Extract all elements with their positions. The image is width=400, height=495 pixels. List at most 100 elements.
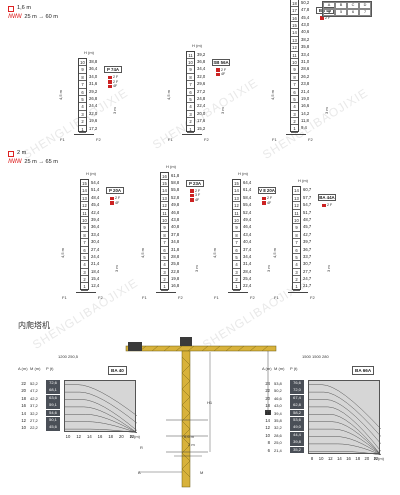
- row-p-value: 72,0: [290, 387, 304, 395]
- x-tick-label: 20: [118, 433, 124, 439]
- base-line: [228, 292, 248, 293]
- rigging-label: 4F: [267, 200, 272, 205]
- mast-section-number: 1: [233, 283, 240, 291]
- height-value: 48,4: [91, 194, 100, 200]
- height-value: 42,7: [303, 231, 312, 237]
- load-chart-area: [64, 380, 137, 433]
- mast-section-number: 13: [81, 195, 88, 203]
- mast-section-number: 3: [293, 269, 300, 277]
- height-value: 36,4: [89, 66, 98, 72]
- mast-section-number: 8: [79, 74, 86, 82]
- mast-section-number: 12: [291, 45, 298, 52]
- height-value: 21,4: [91, 261, 100, 267]
- row-m-value: 32,2: [30, 410, 38, 416]
- rigging-label: 4F: [195, 197, 200, 202]
- height-value: 33,4: [301, 51, 310, 57]
- rigging-row: 4F: [216, 72, 226, 77]
- height-value: 40,8: [171, 224, 180, 230]
- mast-section-number: 9: [233, 224, 240, 232]
- rigging-label: 2 F: [325, 15, 331, 20]
- rigging-row: 2 F: [262, 196, 272, 201]
- hook-block-icon: [216, 72, 220, 77]
- force-label-f1: F1: [214, 295, 219, 300]
- mast-section-number: 3: [79, 111, 86, 119]
- dimension-label: 3 m: [324, 107, 329, 114]
- height-value: 45,7: [303, 224, 312, 230]
- crane-model-tag: P 74A: [104, 66, 122, 73]
- height-value: 36,8: [197, 58, 206, 64]
- config-table-head: B: [335, 1, 347, 9]
- height-value: 30,7: [303, 261, 312, 267]
- column-header-p: P (t): [46, 366, 54, 371]
- rigging-label: 2 F: [115, 196, 121, 200]
- row-m-value: 25,0: [274, 440, 282, 446]
- mast-section-number: 14: [291, 30, 298, 37]
- height-value: 17,2: [89, 125, 98, 131]
- dimension-label: 4,5 m: [140, 247, 145, 258]
- height-value: 61,8: [171, 172, 180, 178]
- column-header-p: P (t): [290, 366, 298, 371]
- height-value: 19,8: [171, 276, 180, 282]
- dimension-label: 3 m: [194, 265, 199, 272]
- dimension-label: 3 m: [266, 265, 271, 272]
- mast-section-number: 12: [293, 203, 300, 210]
- load-curve: [65, 384, 137, 416]
- height-value: 16,8: [171, 283, 180, 289]
- height-value: 26,8: [89, 95, 98, 101]
- hook-block-icon: [108, 84, 112, 89]
- row-a-value: 10: [21, 425, 26, 431]
- rigging-label: 2 F: [113, 79, 119, 84]
- dimension-label: 3 m: [112, 107, 117, 114]
- row-m-value: 43,0: [274, 403, 282, 409]
- mast-section-number: 11: [233, 210, 240, 217]
- height-value: 14,2: [301, 110, 310, 116]
- row-m-value: 42,2: [30, 395, 38, 401]
- height-value: 15,4: [91, 276, 100, 282]
- load-curve: [309, 428, 381, 455]
- mast-section-number: 7: [81, 239, 88, 247]
- mast-section-number: 5: [293, 254, 300, 262]
- config-table-head: A: [323, 1, 335, 9]
- mast-section-number: 8: [81, 232, 88, 240]
- mast-section-number: 3: [81, 269, 88, 277]
- row-p-value: 54,6: [46, 409, 60, 417]
- height-value: 58,8: [171, 179, 180, 185]
- mast-section-number: 6: [291, 89, 298, 96]
- rigging-row: 4F: [110, 201, 120, 206]
- rigging-row: 2 F: [190, 189, 200, 194]
- mast-section-number: 1: [187, 126, 194, 133]
- height-value: 32,0: [197, 73, 206, 79]
- row-p-value: 76,6: [290, 380, 304, 387]
- mast-section-number: 10: [79, 60, 86, 67]
- load-curve: [309, 391, 381, 437]
- mast-section-number: 2: [81, 276, 88, 284]
- height-value: 39,2: [197, 51, 206, 57]
- row-p-value: 62,8: [290, 402, 304, 409]
- load-curve: [309, 451, 381, 455]
- rigging-options: 2 F: [322, 203, 332, 208]
- height-value: 31,8: [171, 246, 180, 252]
- force-label-f1: F1: [142, 295, 147, 300]
- height-value: 19,6: [89, 118, 98, 124]
- section-dimension: 280: [322, 354, 329, 359]
- rigging-label: 3 F: [195, 193, 201, 198]
- height-value: 45,4: [91, 202, 100, 208]
- zigzag-icon: ꟿꟿ: [8, 14, 22, 20]
- load-curve: [65, 391, 137, 424]
- mast-section-number: 4: [187, 103, 194, 111]
- height-value: 49,4: [243, 216, 252, 222]
- mast-section-number: 2: [161, 276, 168, 284]
- dimension-label: 4,5 m: [272, 247, 277, 258]
- config-table-cell: 6: [347, 8, 359, 16]
- section-dimension: 1200: [58, 354, 67, 359]
- height-value: 58,4: [243, 194, 252, 200]
- row-p-value: 50,1: [46, 417, 60, 424]
- row-a-value: 12: [265, 425, 270, 431]
- mast-section-number: 5: [233, 254, 240, 262]
- mast-section-number: 14: [161, 188, 168, 195]
